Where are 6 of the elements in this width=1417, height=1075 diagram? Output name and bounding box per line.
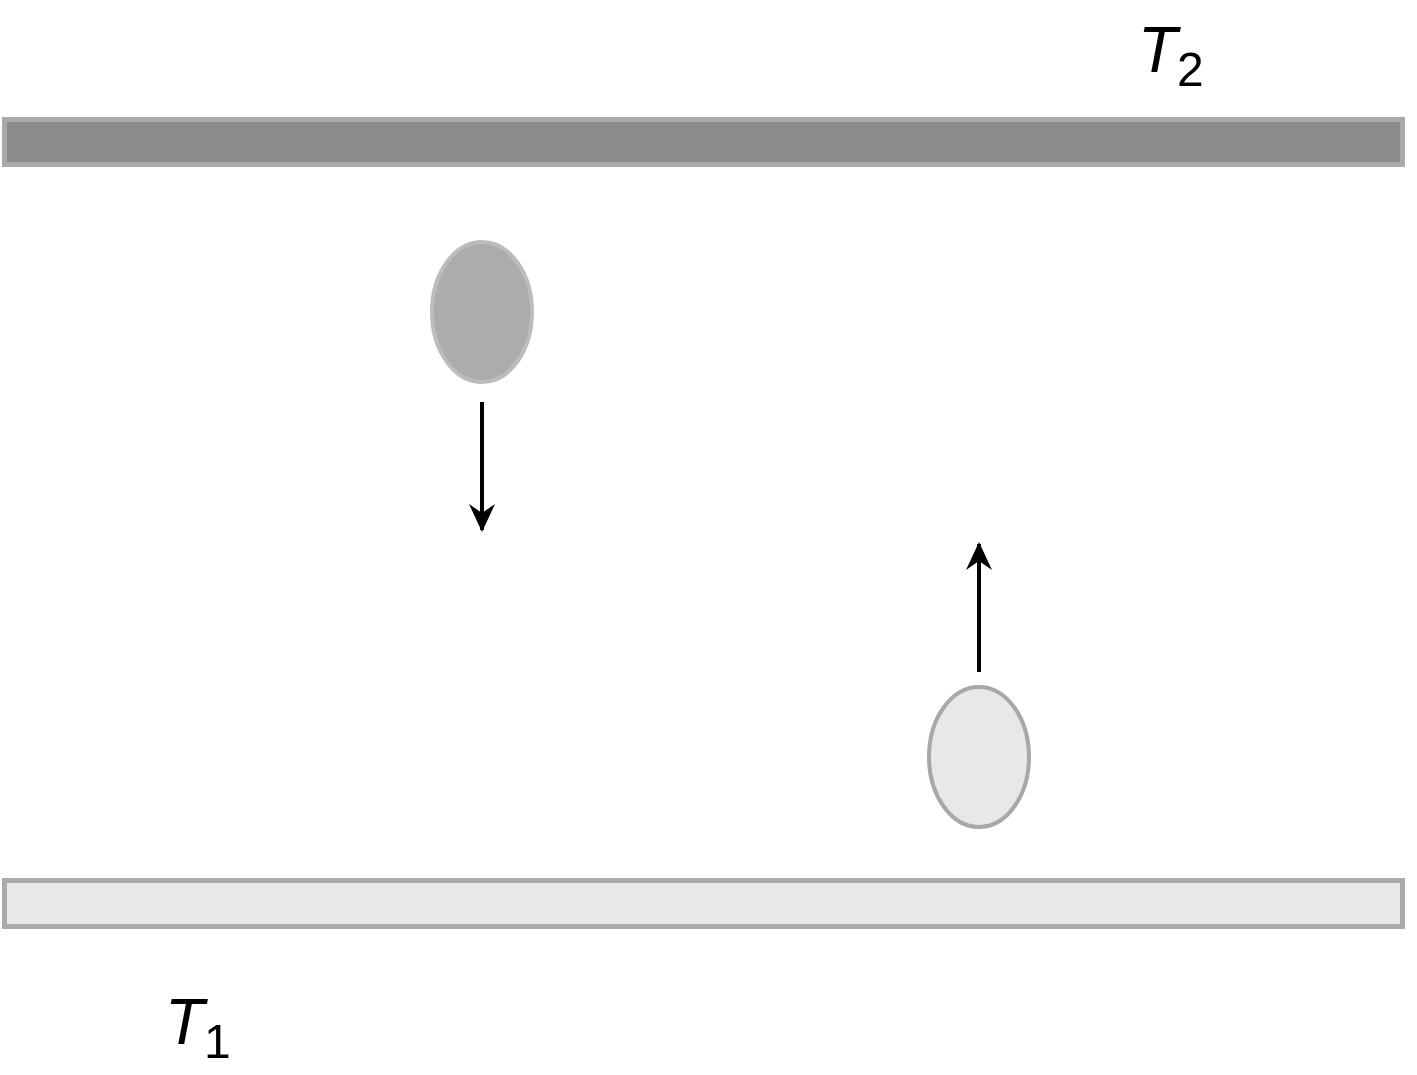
- temperature-label: T$_{1}$: [165, 990, 231, 1066]
- temperature-label: T$_{2}$: [1138, 18, 1204, 94]
- plate-bar: [2, 878, 1405, 929]
- plate-bar: [2, 117, 1405, 167]
- particle-ellipse: [927, 685, 1031, 829]
- particle-ellipse: [430, 240, 534, 384]
